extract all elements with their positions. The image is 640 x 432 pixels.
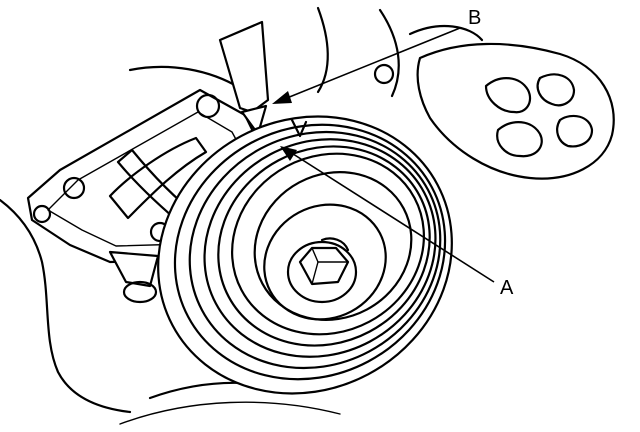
center-bolt bbox=[286, 237, 358, 304]
engine-block bbox=[0, 6, 484, 425]
callout-label-b: B bbox=[468, 7, 481, 29]
side-housing bbox=[373, 42, 615, 180]
callout-a-leader bbox=[280, 146, 495, 283]
callout-label-a: A bbox=[500, 277, 514, 299]
callout-b-leader bbox=[272, 27, 461, 104]
